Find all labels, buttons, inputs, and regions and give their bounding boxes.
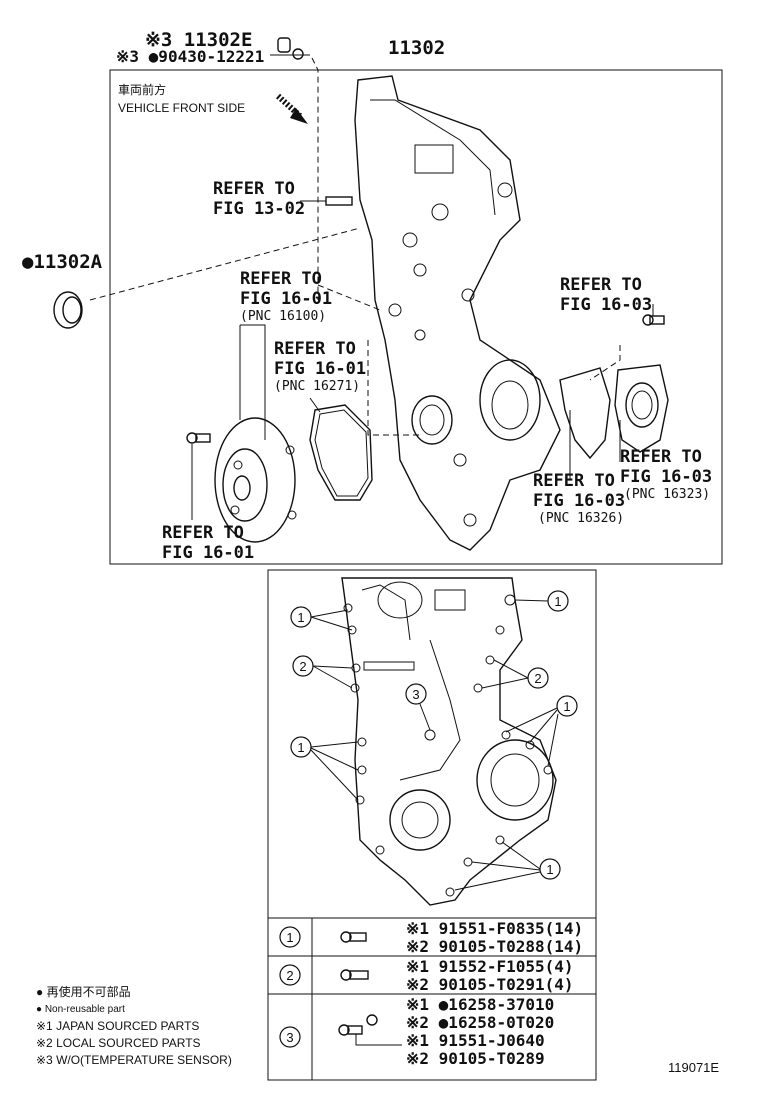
bolt-icon xyxy=(340,931,367,943)
part-number: ※2 90105-T0288(14) xyxy=(406,937,583,956)
callout-3[interactable]: 3 xyxy=(405,683,427,705)
water-pump-icon[interactable] xyxy=(214,417,297,543)
refer-16-01-a-link[interactable]: FIG 16-01 xyxy=(240,289,332,309)
refer-16-03-c-pnc: (PNC 16326) xyxy=(538,511,624,526)
callout-2[interactable]: 2 xyxy=(527,667,549,689)
refer-16-01-a-line1: REFER TO xyxy=(240,269,322,289)
stud-bolt-icon xyxy=(325,196,353,206)
bolt-icon xyxy=(338,1014,378,1036)
part-number: ※2 90105-T0289 xyxy=(406,1049,545,1068)
callout-2[interactable]: 2 xyxy=(292,655,314,677)
part-11302-label[interactable]: 11302 xyxy=(388,37,445,59)
legend-without-temp-sensor: ※3 W/O(TEMPERATURE SENSOR) xyxy=(36,1053,232,1067)
svg-text:1: 1 xyxy=(297,610,304,625)
part-number: ※1 91552-F1055(4) xyxy=(406,957,574,976)
part-90430-label[interactable]: ※3 ●90430-12221 xyxy=(116,47,264,66)
refer-13-02-link[interactable]: FIG 13-02 xyxy=(213,199,305,219)
svg-text:1: 1 xyxy=(546,862,553,877)
upper-frame xyxy=(109,69,723,565)
svg-text:1: 1 xyxy=(554,594,561,609)
vehicle-front-jp: 車両前方 xyxy=(118,82,166,97)
part-number: ※1 ●16258-37010 xyxy=(406,995,554,1014)
svg-text:1: 1 xyxy=(286,930,293,945)
leader-dashed-plug xyxy=(311,57,319,300)
leader-seal xyxy=(89,227,361,301)
refer-16-01-c-link[interactable]: FIG 16-01 xyxy=(162,543,254,563)
table-row[interactable]: 3 ※1 ●16258-37010 ※2 ●16258-0T020 ※1 915… xyxy=(279,995,554,1068)
callout-1[interactable]: 1 xyxy=(556,695,578,717)
bolt-icon xyxy=(340,969,369,981)
refer-16-01-b-line1: REFER TO xyxy=(274,339,356,359)
svg-text:2: 2 xyxy=(534,671,541,686)
svg-text:2: 2 xyxy=(299,659,306,674)
svg-text:1: 1 xyxy=(563,699,570,714)
refer-16-03-b-line1: REFER TO xyxy=(620,447,702,467)
table-row[interactable]: 1 ※1 91551-F0835(14) ※2 90105-T0288(14) xyxy=(279,919,583,956)
water-inlet-housing-icon[interactable] xyxy=(614,364,669,453)
part-number: ※1 91551-J0640 xyxy=(406,1031,545,1050)
refer-16-03-c-link[interactable]: FIG 16-03 xyxy=(533,491,625,511)
refer-16-03-b-pnc: (PNC 16323) xyxy=(624,487,710,502)
vehicle-front-en: VEHICLE FRONT SIDE xyxy=(118,101,245,115)
bolt-table xyxy=(267,917,597,1081)
refer-16-01-b-link[interactable]: FIG 16-01 xyxy=(274,359,366,379)
refer-16-03-a-line1: REFER TO xyxy=(560,275,642,295)
bolt-icon xyxy=(186,432,211,444)
refer-16-01-b-pnc: (PNC 16271) xyxy=(274,379,360,394)
legend-local-sourced: ※2 LOCAL SOURCED PARTS xyxy=(36,1036,201,1050)
callout-1[interactable]: 1 xyxy=(290,606,312,628)
svg-text:3: 3 xyxy=(412,687,419,702)
timing-chain-cover[interactable] xyxy=(354,75,561,551)
illustration-code: 119071E xyxy=(668,1060,719,1075)
refer-16-03-c-line1: REFER TO xyxy=(533,471,615,491)
plug-icon xyxy=(277,37,304,60)
svg-text:2: 2 xyxy=(286,968,293,983)
part-number: ※1 91551-F0835(14) xyxy=(406,919,583,938)
water-pump-gasket-icon[interactable] xyxy=(309,404,373,501)
part-11302e-label[interactable]: ※3 11302E xyxy=(145,29,252,51)
svg-text:1: 1 xyxy=(297,740,304,755)
part-number: ※2 90105-T0291(4) xyxy=(406,975,574,994)
thermostat-gasket-icon[interactable] xyxy=(559,367,611,460)
refer-16-01-a-pnc: (PNC 16100) xyxy=(240,309,326,324)
table-row[interactable]: 2 ※1 91552-F1055(4) ※2 90105-T0291(4) xyxy=(279,957,574,994)
legend-nonreusable-en: ● Non-reusable part xyxy=(36,1004,125,1015)
legend-japan-sourced: ※1 JAPAN SOURCED PARTS xyxy=(36,1019,199,1033)
refer-16-03-a-link[interactable]: FIG 16-03 xyxy=(560,295,652,315)
part-number: ※2 ●16258-0T020 xyxy=(406,1013,554,1032)
refer-16-03-b-link[interactable]: FIG 16-03 xyxy=(620,467,712,487)
cover-bolt-layout xyxy=(341,577,557,906)
front-arrow-icon xyxy=(275,93,308,124)
svg-text:3: 3 xyxy=(286,1030,293,1045)
refer-16-01-c-line1: REFER TO xyxy=(162,523,244,543)
bolt-icon xyxy=(642,314,665,326)
callout-1[interactable]: 1 xyxy=(290,736,312,758)
oil-seal-icon[interactable] xyxy=(53,291,83,329)
refer-13-02-line1: REFER TO xyxy=(213,179,295,199)
legend-nonreusable-jp: ● 再使用不可部品 xyxy=(36,984,131,999)
callout-1[interactable]: 1 xyxy=(539,858,561,880)
part-11302a-label[interactable]: ●11302A xyxy=(22,251,103,273)
callout-1[interactable]: 1 xyxy=(547,590,569,612)
